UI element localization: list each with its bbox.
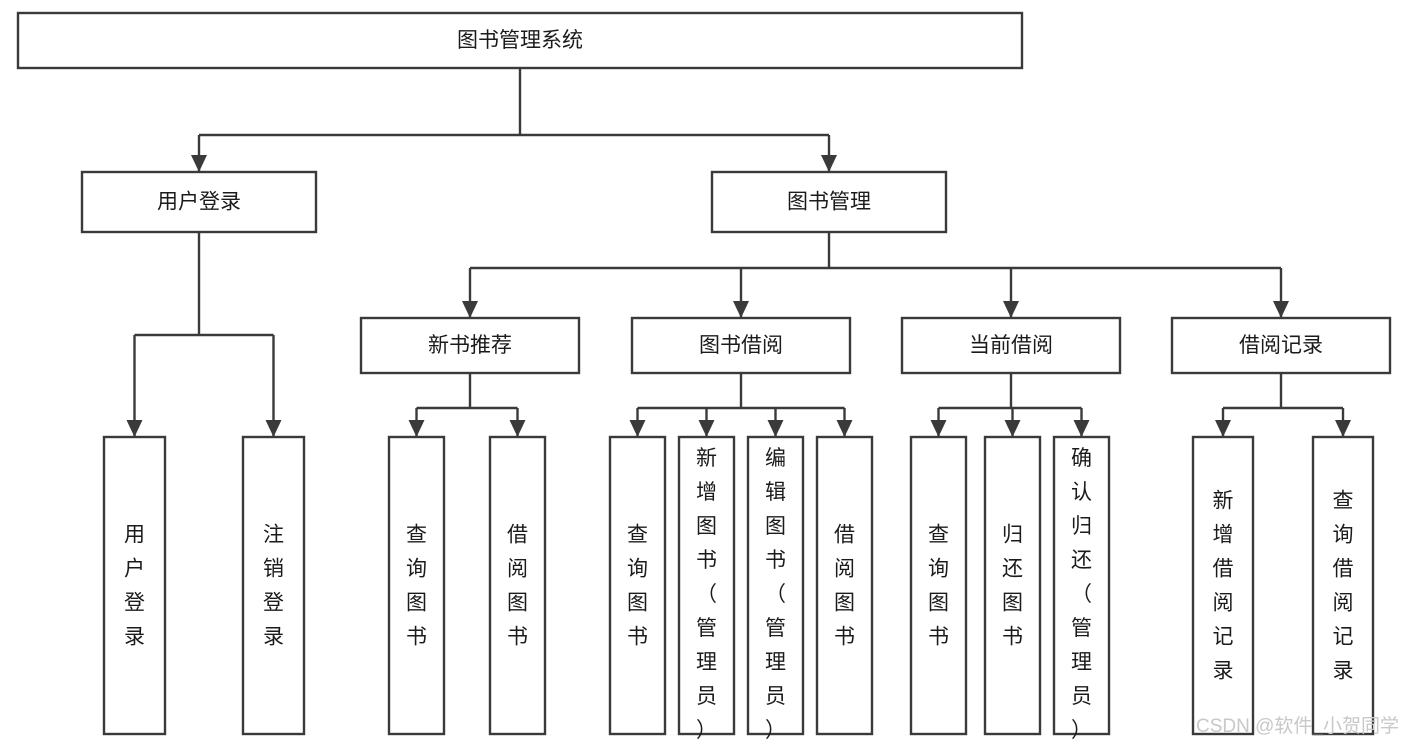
node-label-br-query-record: 查询借阅记录 [1333,490,1354,683]
node-label-cb-confirm-return: 确认归还（管理员） [1071,447,1092,742]
connector-arrowhead [265,420,282,437]
node-box-new-book-recommend [359,316,581,375]
node-current-borrow[interactable]: 当前借阅 [900,316,1122,375]
node-br-add-record[interactable]: 新增借阅记录 [1191,435,1255,736]
connector-arrowhead [408,420,425,437]
node-label-bb-query-book: 查询图书 [627,524,648,649]
csdn-watermark: CSDN @软件_小贺同学 [1196,715,1399,737]
node-box-current-borrow [900,316,1122,375]
node-bb-query-book[interactable]: 查询图书 [608,435,667,736]
connector-arrowhead [733,301,749,318]
node-label-user-login-do: 用户登录 [124,524,145,649]
node-cb-confirm-return[interactable]: 确认归还（管理员） [1052,435,1111,742]
node-box-book-manage [710,170,948,234]
node-new-book-recommend[interactable]: 新书推荐 [359,316,581,375]
connector-arrowhead [191,155,207,172]
node-label-bb-borrow-book: 借阅图书 [834,524,855,649]
node-box-bb-edit-book [746,435,805,736]
node-bb-add-book[interactable]: 新增图书（管理员） [677,435,736,742]
node-box-cb-return-book [983,435,1042,736]
connector-arrowhead [509,420,526,437]
node-box-nbr-query-book [387,435,446,736]
node-label-nbr-query-book: 查询图书 [406,524,427,649]
node-label-user-login: 用户登录 [157,191,241,214]
connector-arrowhead [698,420,715,437]
node-box-nbr-borrow-book [488,435,547,736]
node-label-current-borrow: 当前借阅 [969,334,1053,357]
node-box-user-login [80,170,318,234]
node-box-bb-query-book [608,435,667,736]
connector-arrowhead [1003,301,1019,318]
connector-arrowhead [1073,420,1090,437]
connector-arrowhead [1215,420,1231,437]
node-label-bb-edit-book: 编辑图书（管理员） [765,447,786,742]
node-br-query-record[interactable]: 查询借阅记录 [1311,435,1375,736]
node-label-br-add-record: 新增借阅记录 [1213,490,1234,683]
node-box-user-login-do [102,435,167,736]
connector-arrowhead [126,420,143,437]
connector-arrowhead [1273,301,1289,318]
node-bb-borrow-book[interactable]: 借阅图书 [815,435,874,736]
connector-arrowhead [821,155,837,172]
node-label-book-borrow: 图书借阅 [699,334,783,357]
node-bb-edit-book[interactable]: 编辑图书（管理员） [746,435,805,742]
node-book-borrow[interactable]: 图书借阅 [630,316,852,375]
connector-arrowhead [1335,420,1351,437]
node-box-br-query-record [1311,435,1375,736]
node-label-user-logout: 注销登录 [263,524,284,649]
node-root[interactable]: 图书管理系统 [16,11,1024,70]
node-label-book-manage: 图书管理 [787,191,871,214]
node-book-manage[interactable]: 图书管理 [710,170,948,234]
node-nbr-borrow-book[interactable]: 借阅图书 [488,435,547,736]
node-box-bb-borrow-book [815,435,874,736]
connector-arrowhead [767,420,784,437]
node-user-login-do[interactable]: 用户登录 [102,435,167,736]
node-box-root [16,11,1024,70]
node-box-bb-add-book [677,435,736,736]
node-borrow-record[interactable]: 借阅记录 [1170,316,1392,375]
node-nbr-query-book[interactable]: 查询图书 [387,435,446,736]
node-layer: 图书管理系统用户登录用户登录注销登录图书管理新书推荐查询图书借阅图书图书借阅查询… [16,11,1392,742]
node-user-login[interactable]: 用户登录 [80,170,318,234]
node-box-user-logout [241,435,306,736]
node-label-bb-add-book: 新增图书（管理员） [696,447,717,742]
node-box-br-add-record [1191,435,1255,736]
connector-arrowhead [629,420,646,437]
node-user-logout[interactable]: 注销登录 [241,435,306,736]
connector-layer [126,68,1351,437]
node-label-cb-query-book: 查询图书 [928,524,949,649]
node-label-root: 图书管理系统 [457,29,583,52]
node-label-new-book-recommend: 新书推荐 [428,334,512,357]
node-label-borrow-record: 借阅记录 [1239,334,1323,357]
connector-arrowhead [1004,420,1021,437]
node-box-book-borrow [630,316,852,375]
connector-arrowhead [930,420,947,437]
node-label-nbr-borrow-book: 借阅图书 [507,524,528,649]
connector-arrowhead [836,420,853,437]
node-box-cb-confirm-return [1052,435,1111,736]
node-label-cb-return-book: 归还图书 [1002,524,1023,649]
node-box-borrow-record [1170,316,1392,375]
node-cb-query-book[interactable]: 查询图书 [909,435,968,736]
node-cb-return-book[interactable]: 归还图书 [983,435,1042,736]
connector-arrowhead [462,301,478,318]
node-box-cb-query-book [909,435,968,736]
